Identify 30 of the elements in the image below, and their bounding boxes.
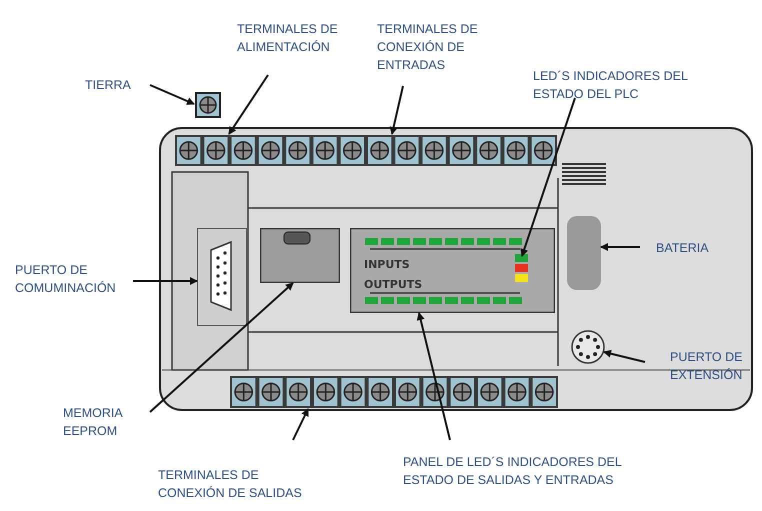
panel-label: INPUTS [364,258,410,271]
leader-arrow [600,243,640,251]
callout-label: PUERTO DE COMUMINACIÓN [15,261,145,297]
callout-label: TIERRA [85,76,145,94]
callout-label: BATERIA [656,239,726,257]
leader-arrow [390,86,404,135]
callout-label: TERMINALES DE CONEXIÓN DE SALIDAS [158,466,318,502]
callout-label: PUERTO DE EXTENSIÓN [670,348,760,384]
leader-arrow [228,74,269,135]
callout-label: LED´S INDICADORES DEL ESTADO DEL PLC [533,67,693,103]
battery-cover [567,216,601,290]
leader-arrow [603,350,646,363]
leader-arrow [150,84,195,105]
leader-arrow [520,98,576,257]
terminal-strip [230,376,558,408]
callout-label: MEMORIA EEPROM [63,404,143,440]
callout-label: TERMINALES DE ALIMENTACIÓN [237,20,357,56]
leader-arrow [292,408,309,440]
status-led-indicators [515,254,528,284]
memory-slot [260,228,340,283]
terminal-strip [175,135,557,166]
leader-arrow [133,277,198,285]
serial-port [197,228,247,326]
panel-label: OUTPUTS [364,278,422,291]
callout-label: TERMINALES DE CONEXIÓN DE ENTRADAS [377,20,497,74]
leader-arrow [416,312,451,440]
extension-port [571,330,605,364]
callout-label: PANEL DE LED´S INDICADORES DEL ESTADO DE SALIDAS Y ENTRADAS [403,453,643,489]
led-panel [350,228,555,313]
ground-terminal [195,92,221,118]
